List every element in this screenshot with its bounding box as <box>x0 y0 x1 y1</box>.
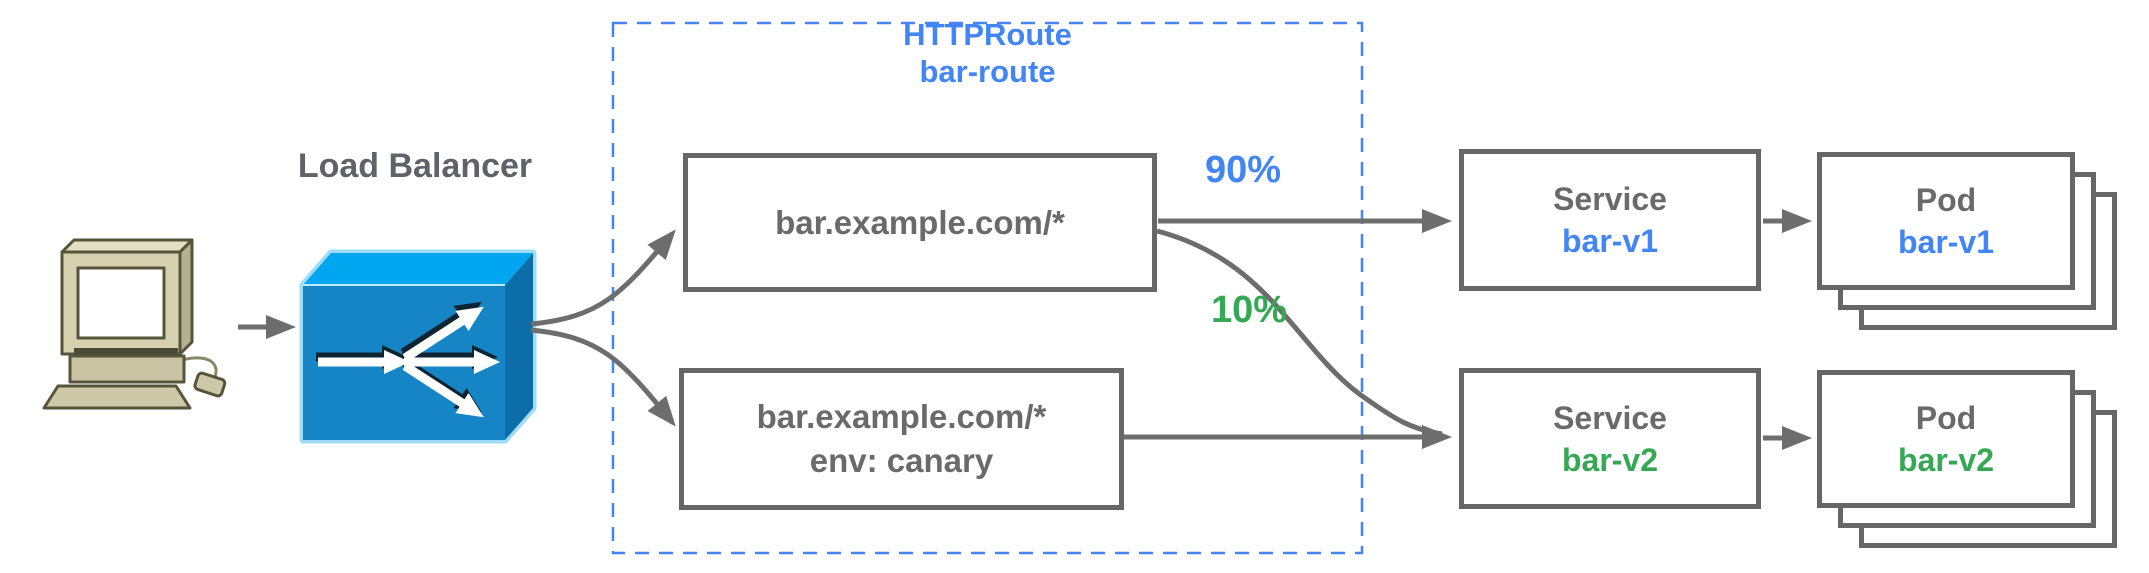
service-v1-name-label: bar-v1 <box>1561 223 1659 259</box>
pod-box-v1: Pod bar-v1 <box>1817 152 2075 290</box>
pod-stack-v1: Pod bar-v1 <box>1817 152 2119 332</box>
service-v2-kind-label: Service <box>1553 399 1667 436</box>
pod-v1-kind-label: Pod <box>1915 182 1977 218</box>
lb-to-rule2-connector <box>530 327 676 427</box>
rule-box-v2: bar.example.com/* env: canary <box>679 368 1124 510</box>
rule2-match-label: bar.example.com/* <box>756 398 1047 435</box>
rule2-header-match-label: env: canary <box>809 442 994 479</box>
rule1-match-label: bar.example.com/* <box>775 203 1065 241</box>
httproute-kind-label: HTTPRoute <box>903 17 1072 52</box>
httproute-group-border <box>611 21 1364 555</box>
pod-box-v2: Pod bar-v2 <box>1817 370 2075 508</box>
load-balancer-icon <box>299 249 537 444</box>
service-box-v1: Service bar-v1 <box>1459 149 1761 291</box>
service-v1-kind-label: Service <box>1553 181 1667 217</box>
rule1-to-service2-weight-curve <box>1156 228 1443 437</box>
lb-to-rule1-connector <box>530 229 676 327</box>
desktop-computer-icon <box>42 238 227 410</box>
pod-stack-v2: Pod bar-v2 <box>1817 370 2119 550</box>
httproute-name-label: bar-route <box>919 54 1056 89</box>
rule-box-v1: bar.example.com/* <box>683 153 1157 292</box>
weight-90-label: 90% <box>1205 149 1282 191</box>
service-v2-name-label: bar-v2 <box>1561 441 1659 478</box>
weight-10-label: 10% <box>1211 289 1288 331</box>
service-box-v2: Service bar-v2 <box>1459 368 1761 509</box>
pod-v2-name-label: bar-v2 <box>1897 442 1995 478</box>
pod-v2-kind-label: Pod <box>1915 400 1977 436</box>
load-balancer-label: Load Balancer <box>297 147 533 185</box>
pod-v1-name-label: bar-v1 <box>1897 224 1995 260</box>
